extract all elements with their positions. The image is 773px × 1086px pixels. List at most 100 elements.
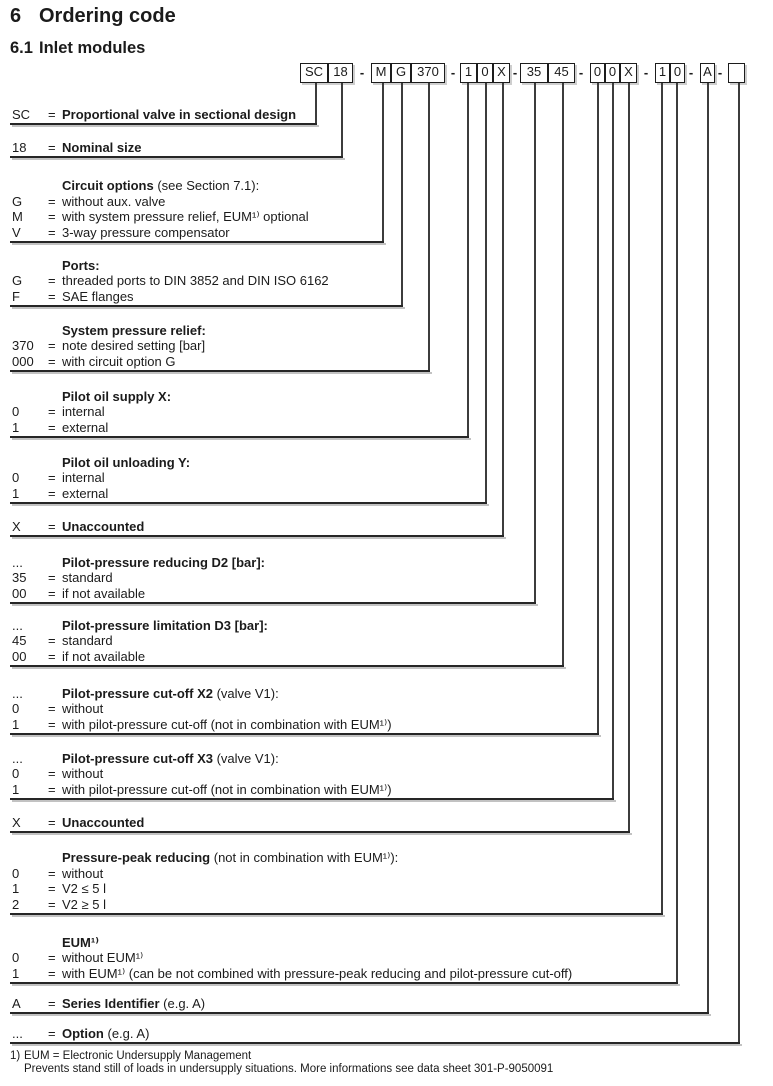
code-box-0-14: 0 [670, 63, 685, 83]
description-normal: without [62, 766, 104, 781]
code-box-1-13: 1 [655, 63, 670, 83]
eum-line-0: EUM¹⁾ [0, 935, 773, 950]
code-value-label: X [12, 815, 21, 830]
rule-system-pressure-relief [10, 370, 430, 372]
code-box-blank [728, 63, 745, 83]
equals-sign: = [48, 273, 56, 288]
pilot-pressure-reducing-d2-line-1: 35=standard [0, 570, 773, 585]
description: Nominal size [62, 140, 141, 155]
description: if not available [62, 586, 145, 601]
connector-unaccounted-1 [502, 83, 504, 535]
rule-unaccounted-1 [10, 535, 504, 537]
description: Pressure-peak reducing (not in combinati… [62, 850, 398, 865]
unaccounted-2-line-0: X=Unaccounted [0, 815, 773, 830]
connector-option [738, 83, 740, 1042]
pilot-oil-supply-x-line-0: Pilot oil supply X: [0, 389, 773, 404]
circuit-options-line-0: Circuit options (see Section 7.1): [0, 178, 773, 193]
equals-sign: = [48, 289, 56, 304]
equals-sign: = [48, 815, 56, 830]
ports-line-1: G = threaded ports to DIN 3852 and DIN ISO… [0, 273, 773, 288]
system-pressure-relief-line-2: 000=with circuit option G [0, 354, 773, 369]
description-normal: if not available [62, 649, 146, 664]
pressure-peak-reducing-line-1: 0=without [0, 866, 773, 881]
description-normal: external [62, 420, 109, 435]
code-separator-6: - [717, 65, 723, 80]
code-box-1-5: 1 [460, 63, 477, 83]
pilot-pressure-cutoff-x2-line-1: 0=without [0, 701, 773, 716]
description-normal: note desired setting [bar] [62, 338, 206, 353]
description: Pilot-pressure limitation D3 [bar]: [62, 618, 268, 633]
rule-pilot-pressure-limitation-d3 [10, 665, 564, 667]
equals-sign: = [48, 354, 56, 369]
code-value-label: 00 [12, 649, 27, 664]
connector-pilot-pressure-cutoff-x2 [597, 83, 599, 733]
rule-circuit-options [10, 241, 384, 243]
description-normal: without EUM¹⁾ [62, 950, 144, 965]
pressure-peak-reducing-line-2: 1=V2 ≤ 5 l [0, 881, 773, 896]
description-bold: Proportional valve in sectional design [62, 107, 297, 122]
pilot-pressure-cutoff-x3-line-2: 1=with pilot-pressure cut-off (not in co… [0, 782, 773, 797]
connector-circuit-options [382, 83, 384, 241]
description-bold: Pilot-pressure limitation D3 [bar]: [62, 618, 268, 633]
equals-sign: = [48, 1026, 56, 1041]
code-value-label: 0 [12, 950, 20, 965]
description: external [62, 486, 108, 501]
description: external [62, 420, 108, 435]
series-identifier-line-0: A=Series Identifier (e.g. A) [0, 996, 773, 1011]
description-bold: Pressure-peak reducing [62, 850, 211, 865]
connector-pilot-pressure-reducing-d2 [534, 83, 536, 602]
code-value-label: 0 [12, 701, 20, 716]
description: Unaccounted [62, 519, 144, 534]
rule-pilot-oil-supply-x [10, 436, 469, 438]
description-normal: with EUM¹⁾ (can be not combined with pre… [62, 966, 573, 981]
pilot-pressure-cutoff-x2-line-0: ...Pilot-pressure cut-off X2 (valve V1): [0, 686, 773, 701]
code-value-label: ... [12, 555, 23, 570]
code-value-label: ... [12, 618, 23, 633]
rule-pilot-oil-unloading-y [10, 502, 487, 504]
code-value-label: 0 [12, 766, 20, 781]
description: if not available [62, 649, 145, 664]
description: internal [62, 404, 105, 419]
equals-sign: = [48, 107, 56, 122]
equals-sign: = [48, 404, 56, 419]
description-normal: if not available [62, 586, 146, 601]
code-value-label: 370 [12, 338, 34, 353]
description-normal: threaded ports to DIN 3852 and DIN ISO 6… [62, 273, 329, 288]
connector-pilot-pressure-limitation-d3 [562, 83, 564, 665]
code-box-g-3: G [391, 63, 411, 83]
rule-pressure-peak-reducing [10, 913, 663, 915]
description: threaded ports to DIN 3852 and DIN ISO 6… [62, 273, 329, 288]
description: Pilot-pressure cut-off X2 (valve V1): [62, 686, 279, 701]
code-value-label: 00 [12, 586, 27, 601]
equals-sign: = [48, 866, 56, 881]
rule-option [10, 1042, 740, 1044]
description-normal: without [62, 866, 104, 881]
code-value-label: SC [12, 107, 31, 122]
description: with circuit option G [62, 354, 175, 369]
description: without aux. valve [62, 194, 165, 209]
code-value-label: 1 [12, 881, 20, 896]
description-normal: internal [62, 404, 105, 419]
description: without [62, 766, 103, 781]
code-box-45-9: 45 [548, 63, 575, 83]
connector-unaccounted-2 [628, 83, 630, 831]
equals-sign: = [48, 897, 56, 912]
code-value-label: 2 [12, 897, 20, 912]
pilot-pressure-reducing-d2-line-0: ...Pilot-pressure reducing D2 [bar]: [0, 555, 773, 570]
equals-sign: = [48, 194, 56, 209]
connector-pressure-peak-reducing [661, 83, 663, 913]
description: Pilot oil supply X: [62, 389, 171, 404]
equals-sign: = [48, 470, 56, 485]
description: Pilot-pressure cut-off X3 (valve V1): [62, 751, 279, 766]
code-value-label: G [12, 273, 23, 288]
connector-pilot-pressure-cutoff-x3 [612, 83, 614, 798]
section-title: Ordering code [39, 5, 176, 27]
equals-sign: = [48, 586, 56, 601]
equals-sign: = [48, 420, 56, 435]
description: with system pressure relief, EUM¹⁾ optio… [62, 209, 309, 224]
description: Proportional valve in sectional design [62, 107, 296, 122]
code-box-0-10: 0 [590, 63, 605, 83]
description: V2 ≥ 5 l [62, 897, 106, 912]
